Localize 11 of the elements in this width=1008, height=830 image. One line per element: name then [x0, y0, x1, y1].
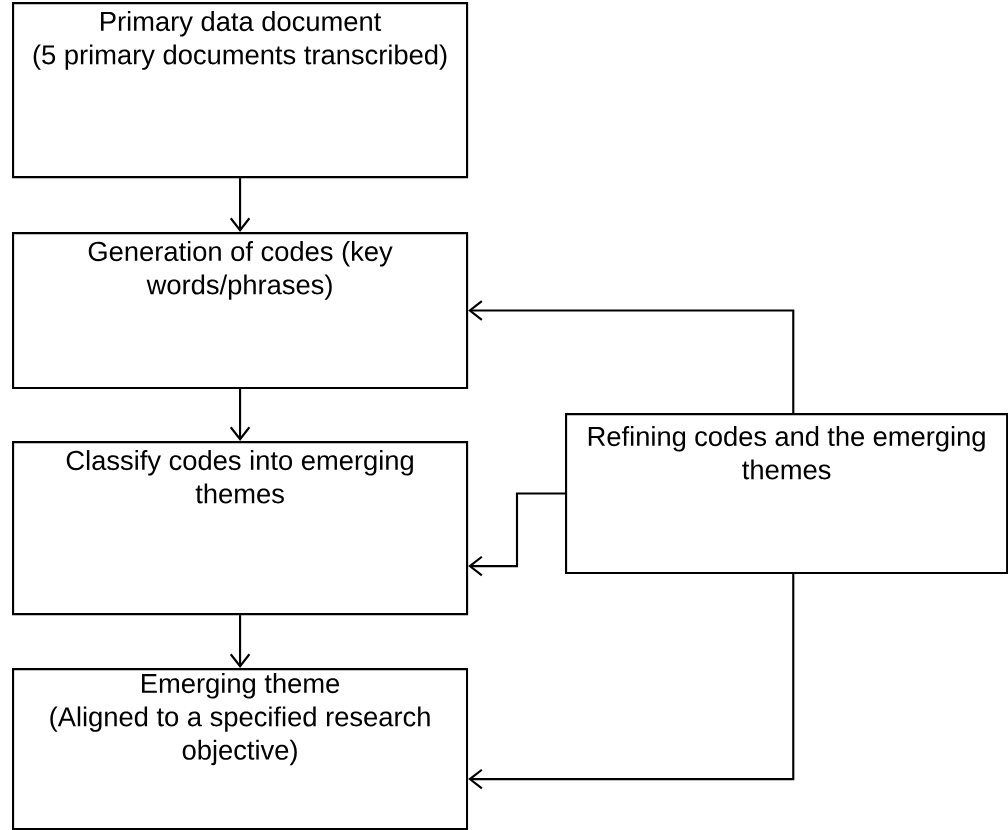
arrow: [468, 492, 565, 577]
process-box: Emerging theme (Aligned to a specified research objective): [12, 668, 469, 830]
arrow: [229, 178, 251, 232]
arrow: [468, 300, 795, 413]
process-box: Refining codes and the emerging themes: [565, 413, 1008, 575]
process-box: Primary data document (5 primary documents transcribed): [12, 2, 469, 179]
arrow: [229, 615, 251, 668]
process-box: Classify codes into emerging themes: [12, 441, 469, 616]
arrow: [229, 389, 251, 441]
arrow: [468, 574, 795, 790]
process-box: Generation of codes (key words/phrases): [12, 232, 469, 390]
